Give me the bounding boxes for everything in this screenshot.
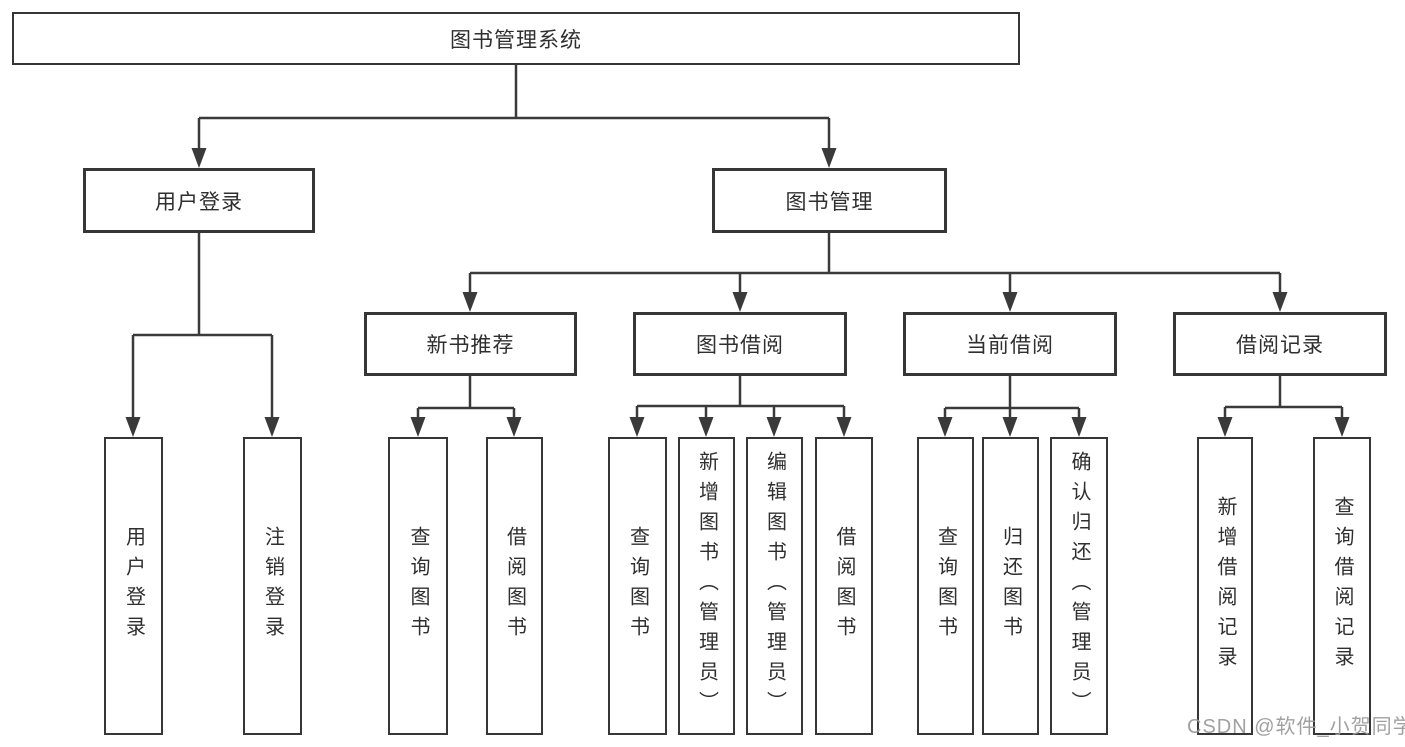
leaf-current-return-book: 归还图书 bbox=[982, 437, 1039, 735]
arrow-down-icon bbox=[1071, 417, 1087, 437]
node-label: 图书借阅 bbox=[696, 334, 784, 357]
leaf-borrowing-add-book-admin: 新增图书（管理员） bbox=[678, 437, 735, 735]
node-label: 确认归还（管理员） bbox=[1068, 451, 1090, 721]
arrow-down-icon bbox=[264, 417, 280, 437]
node-label: 归还图书 bbox=[999, 526, 1022, 646]
leaf-borrowing-edit-book-admin: 编辑图书（管理员） bbox=[746, 437, 803, 735]
leaf-records-query-record: 查询借阅记录 bbox=[1313, 437, 1371, 735]
arrow-down-icon bbox=[191, 148, 207, 168]
arrow-down-icon bbox=[1334, 417, 1350, 437]
arrow-down-icon bbox=[462, 292, 478, 312]
leaf-user-login: 用户登录 bbox=[104, 437, 163, 735]
leaf-current-confirm-return-admin: 确认归还（管理员） bbox=[1050, 437, 1108, 735]
arrow-down-icon bbox=[766, 417, 782, 437]
node-user-login: 用户登录 bbox=[83, 168, 315, 233]
leaf-logout: 注销登录 bbox=[243, 437, 302, 735]
node-label: 注销登录 bbox=[261, 526, 284, 646]
node-label: 用户登录 bbox=[155, 190, 243, 214]
node-label: 借阅图书 bbox=[833, 526, 855, 646]
node-library-management-system: 图书管理系统 bbox=[12, 12, 1020, 65]
leaf-borrowing-borrow-book: 借阅图书 bbox=[815, 437, 873, 735]
node-label: 编辑图书（管理员） bbox=[763, 451, 786, 721]
node-label: 查询图书 bbox=[626, 526, 649, 646]
arrow-down-icon bbox=[937, 417, 953, 437]
node-label: 图书管理系统 bbox=[450, 28, 582, 52]
leaf-newbook-query-book: 查询图书 bbox=[388, 437, 448, 735]
arrow-down-icon bbox=[506, 417, 522, 437]
node-book-management: 图书管理 bbox=[712, 168, 947, 233]
node-label: 新增借阅记录 bbox=[1214, 496, 1236, 676]
arrow-down-icon bbox=[629, 417, 645, 437]
node-label: 查询借阅记录 bbox=[1331, 496, 1353, 676]
leaf-records-add-record: 新增借阅记录 bbox=[1197, 437, 1253, 735]
node-label: 图书管理 bbox=[785, 190, 874, 214]
node-label: 查询图书 bbox=[934, 526, 957, 646]
node-book-borrowing: 图书借阅 bbox=[633, 312, 847, 376]
arrow-down-icon bbox=[125, 417, 141, 437]
arrow-down-icon bbox=[698, 417, 714, 437]
node-new-book-recommendation: 新书推荐 bbox=[364, 312, 577, 376]
node-borrowing-records: 借阅记录 bbox=[1173, 312, 1387, 376]
arrow-down-icon bbox=[821, 148, 837, 168]
node-label: 当前借阅 bbox=[966, 334, 1054, 357]
watermark: CSDN @软件_小贺同学 bbox=[1187, 716, 1405, 738]
arrow-down-icon bbox=[410, 417, 426, 437]
node-current-borrowing: 当前借阅 bbox=[903, 312, 1117, 376]
node-label: 新书推荐 bbox=[426, 334, 515, 357]
arrow-down-icon bbox=[1272, 292, 1288, 312]
leaf-current-query-book: 查询图书 bbox=[917, 437, 974, 735]
arrow-down-icon bbox=[1002, 292, 1018, 312]
arrow-down-icon bbox=[1002, 417, 1018, 437]
arrow-down-icon bbox=[732, 292, 748, 312]
node-label: 借阅记录 bbox=[1236, 334, 1324, 357]
node-label: 借阅图书 bbox=[503, 526, 526, 646]
node-label: 新增图书（管理员） bbox=[695, 451, 718, 721]
arrow-down-icon bbox=[836, 417, 852, 437]
leaf-newbook-borrow-book: 借阅图书 bbox=[486, 437, 543, 735]
arrow-down-icon bbox=[1217, 417, 1233, 437]
node-label: 用户登录 bbox=[122, 526, 145, 646]
node-label: 查询图书 bbox=[407, 526, 429, 646]
leaf-borrowing-query-book: 查询图书 bbox=[608, 437, 667, 735]
